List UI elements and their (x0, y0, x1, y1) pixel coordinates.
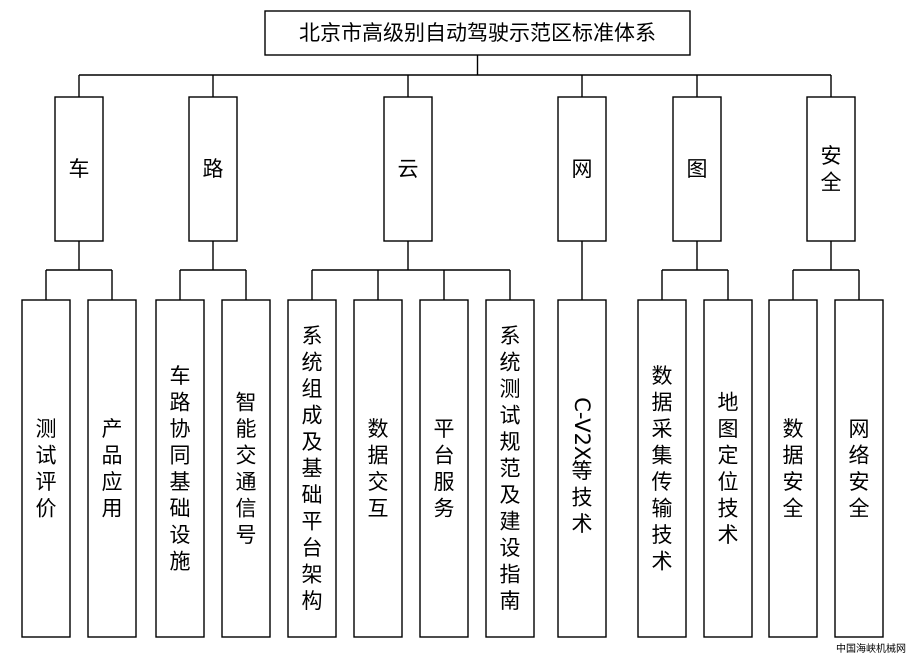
leaf-node-1-0: 车路协同基础设施 (155, 299, 205, 638)
leaf-label-1-1: 智能交通信号 (236, 390, 257, 547)
leaf-node-2-3: 系统测试规范及建设指南 (485, 299, 535, 638)
leaf-node-0-0: 测试评价 (21, 299, 71, 638)
category-label-4: 图 (687, 157, 708, 181)
category-node-3: 网 (557, 96, 607, 242)
category-label-5: 安全 (821, 144, 842, 195)
category-node-4: 图 (672, 96, 722, 242)
leaf-label-4-0: 数据采集传输技术 (652, 364, 673, 574)
leaf-node-4-0: 数据采集传输技术 (637, 299, 687, 638)
category-node-0: 车 (54, 96, 104, 242)
leaf-label-2-1: 数据交互 (368, 417, 389, 521)
category-label-1: 路 (203, 157, 224, 181)
leaf-node-4-1: 地图定位技术 (703, 299, 753, 638)
leaf-node-2-0: 系统组成及基础平台架构 (287, 299, 337, 638)
leaf-label-5-0: 数据安全 (783, 417, 804, 521)
category-node-1: 路 (188, 96, 238, 242)
connector-lines (45, 55, 860, 300)
leaf-label-4-1: 地图定位技术 (718, 390, 739, 547)
leaf-node-1-1: 智能交通信号 (221, 299, 271, 638)
category-label-0: 车 (69, 157, 90, 181)
category-node-5: 安全 (806, 96, 856, 242)
root-node: 北京市高级别自动驾驶示范区标准体系 (264, 10, 691, 56)
leaf-label-0-1: 产品应用 (102, 417, 123, 521)
leaf-label-1-0: 车路协同基础设施 (170, 364, 191, 574)
leaf-label-3-0-latin: C-V2X (570, 397, 594, 460)
leaf-node-2-2: 平台服务 (419, 299, 469, 638)
leaf-label-2-0: 系统组成及基础平台架构 (302, 324, 323, 613)
leaf-label-2-3: 系统测试规范及建设指南 (500, 324, 521, 613)
leaf-label-0-0: 测试评价 (36, 417, 57, 521)
watermark: 中国海峡机械网 (836, 644, 906, 655)
leaf-node-2-1: 数据交互 (353, 299, 403, 638)
leaf-label-2-2: 平台服务 (434, 417, 455, 521)
leaf-node-5-1: 网络安全 (834, 299, 884, 638)
category-label-2: 云 (398, 157, 419, 181)
root-title: 北京市高级别自动驾驶示范区标准体系 (299, 21, 656, 45)
leaf-label-3-0: 等技术 (572, 459, 593, 536)
leaf-node-0-1: 产品应用 (87, 299, 137, 638)
leaf-node-5-0: 数据安全 (768, 299, 818, 638)
category-label-3: 网 (572, 157, 593, 181)
category-node-2: 云 (383, 96, 433, 242)
leaf-label-5-1: 网络安全 (849, 417, 870, 521)
